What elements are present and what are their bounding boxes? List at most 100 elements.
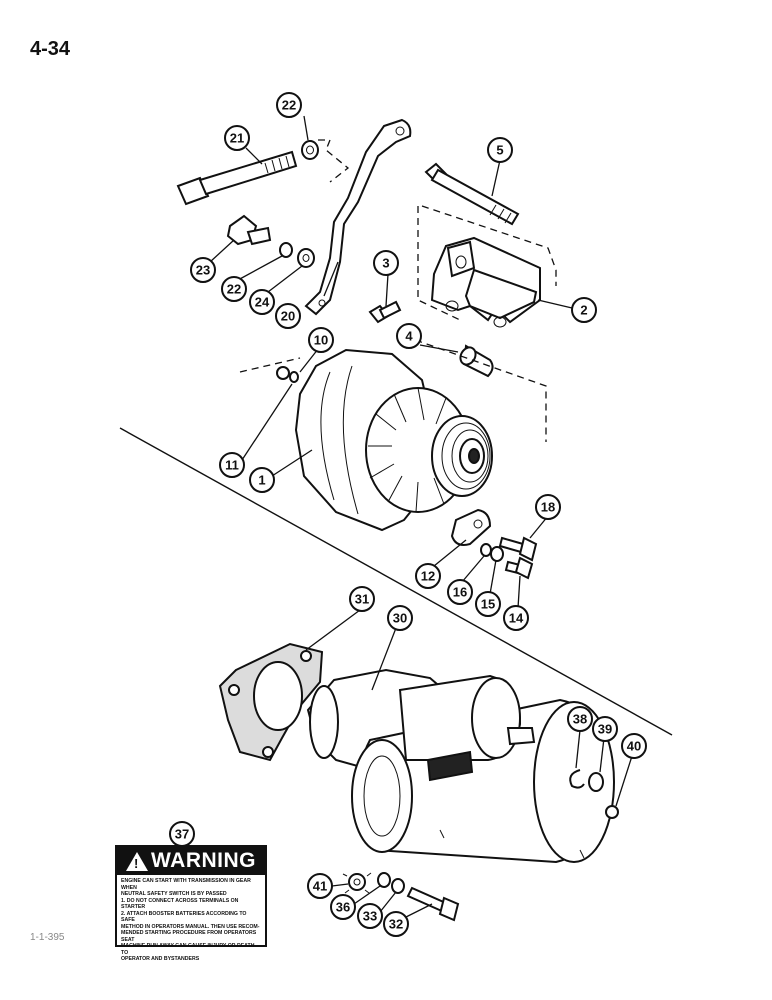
svg-text:39: 39: [598, 722, 612, 737]
bolt-32-shape: [406, 886, 460, 922]
callout-14: 14: [503, 605, 529, 631]
callout-18: 18: [535, 494, 561, 520]
washer-22-top-shape: [301, 140, 319, 160]
callout-23: 23: [190, 257, 216, 283]
bolt-23-shape: [226, 214, 272, 246]
bolt-3-shape: [368, 300, 402, 324]
svg-text:20: 20: [281, 309, 295, 324]
spacer-4-shape: [459, 344, 494, 378]
warning-line: ENGINE CAN START WITH TRANSMISSION IN GE…: [121, 878, 251, 891]
callout-36: 36: [330, 894, 356, 920]
svg-text:2: 2: [580, 303, 587, 318]
spacer-39-shape: [588, 772, 604, 792]
warning-line: 2. ATTACH BOOSTER BATTERIES ACCORDING TO…: [121, 910, 247, 924]
callout-38: 38: [567, 706, 593, 732]
svg-text:41: 41: [313, 879, 327, 894]
svg-text:22: 22: [227, 282, 241, 297]
warning-line: MACHINE RUN AWAY CAN CAUSE INJURY OR DEA…: [121, 943, 255, 956]
callout-39: 39: [592, 716, 618, 742]
svg-text:12: 12: [421, 569, 435, 584]
warning-line: 1. DO NOT CONNECT ACROSS TERMINALS ON ST…: [121, 897, 239, 911]
bracket-2-shape: [430, 236, 541, 328]
washer-11-shape: [289, 371, 299, 383]
washer-16-shape: [480, 543, 492, 557]
svg-text:14: 14: [509, 611, 524, 626]
svg-text:18: 18: [541, 500, 555, 515]
bolt-14-shape: [504, 556, 534, 580]
svg-text:16: 16: [453, 585, 467, 600]
nut-40-shape: [605, 805, 619, 819]
callout-12: 12: [415, 563, 441, 589]
svg-text:11: 11: [225, 458, 239, 473]
callout-32: 32: [383, 911, 409, 937]
warning-body: ENGINE CAN START WITH TRANSMISSION IN GE…: [117, 875, 265, 966]
snap-ring-38-shape: [569, 769, 585, 789]
lockwasher-41-shape: [342, 872, 372, 894]
svg-text:38: 38: [573, 712, 587, 727]
warning-line: NEUTRAL SAFETY SWITCH IS BY PASSED: [121, 891, 227, 897]
callout-22-top: 22: [276, 92, 302, 118]
callout-24: 24: [249, 289, 275, 315]
svg-text:24: 24: [255, 295, 270, 310]
washer-36-shape: [377, 872, 391, 888]
figure-code: 1-1-395: [30, 932, 65, 943]
callout-16: 16: [447, 579, 473, 605]
warning-line: MENDED STARTING PROCEDURE FROM OPERATORS…: [121, 930, 257, 943]
svg-text:30: 30: [393, 611, 407, 626]
svg-text:33: 33: [363, 909, 377, 924]
svg-text:36: 36: [336, 900, 350, 915]
callout-30: 30: [387, 605, 413, 631]
bracket-20-shape: [304, 118, 412, 316]
callout-21: 21: [224, 125, 250, 151]
page-number: 4-34: [30, 38, 71, 60]
svg-text:32: 32: [389, 917, 403, 932]
callout-41: 41: [307, 873, 333, 899]
callout-2: 2: [571, 297, 597, 323]
warning-line: OPERATOR AND BYSTANDERS: [121, 956, 200, 962]
callout-22-lower: 22: [221, 276, 247, 302]
gasket-31-shape: [218, 642, 324, 762]
callout-15: 15: [475, 591, 501, 617]
separator-line: [119, 427, 673, 736]
callout-4: 4: [396, 323, 422, 349]
svg-text:5: 5: [496, 143, 503, 158]
svg-text:15: 15: [481, 597, 495, 612]
callout-1: 1: [249, 467, 275, 493]
svg-text:40: 40: [627, 739, 641, 754]
washer-22-lower-shape: [279, 242, 293, 258]
svg-text:37: 37: [175, 827, 189, 842]
callout-40: 40: [621, 733, 647, 759]
svg-text:10: 10: [314, 333, 328, 348]
warning-triangle-icon: !: [126, 851, 148, 871]
callout-11: 11: [219, 452, 245, 478]
nut-10-shape: [276, 366, 290, 380]
warning-header: ! WARNING: [117, 847, 265, 875]
svg-text:22: 22: [282, 98, 296, 113]
bolt-21-shape: [176, 150, 298, 206]
warning-decal: ! WARNING ENGINE CAN START WITH TRANSMIS…: [115, 845, 267, 962]
bracket-12-shape: [450, 508, 492, 546]
starter-30-shape: [306, 668, 615, 864]
alternator-1-shape: [294, 348, 493, 532]
washer-33-shape: [391, 878, 405, 894]
svg-text:31: 31: [355, 592, 369, 607]
callout-37: 37: [169, 821, 195, 847]
washer-24-shape: [297, 248, 315, 268]
svg-text:3: 3: [382, 256, 389, 271]
callout-3: 3: [373, 250, 399, 276]
bolt-18-shape: [498, 536, 538, 562]
callout-10: 10: [308, 327, 334, 353]
svg-text:4: 4: [405, 329, 413, 344]
svg-text:1: 1: [258, 473, 265, 488]
warning-title: WARNING: [151, 849, 256, 872]
bolt-5-shape: [424, 162, 520, 226]
washer-15-shape: [490, 546, 504, 562]
warning-line: METHOD IN OPERATORS MANUAL. THEN USE REC…: [121, 923, 260, 930]
svg-text:23: 23: [196, 263, 210, 278]
callout-31: 31: [349, 586, 375, 612]
callout-33: 33: [357, 903, 383, 929]
svg-text:21: 21: [230, 131, 244, 146]
callout-5: 5: [487, 137, 513, 163]
callout-20: 20: [275, 303, 301, 329]
